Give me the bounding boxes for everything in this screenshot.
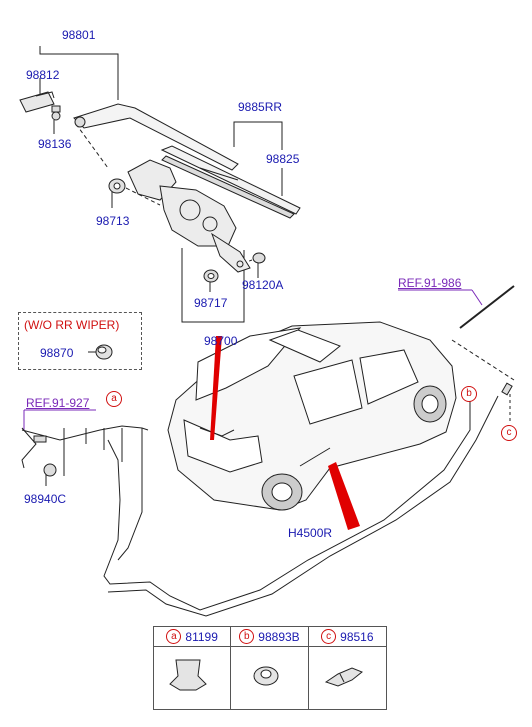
plug-98870 [95, 344, 113, 360]
cap-98120A [252, 252, 266, 264]
legend-header-b: b 98893B [231, 627, 309, 647]
label-98801: 98801 [62, 28, 96, 42]
washer-hose [21, 395, 499, 617]
wo-rr-wiper-box [18, 312, 142, 370]
ref-91-986-link[interactable]: REF.91-986 [398, 276, 462, 290]
label-98717: 98717 [194, 296, 228, 310]
wiper-blade [160, 145, 301, 219]
leader-9885RR [233, 121, 283, 150]
callout-b: b [461, 386, 477, 402]
legend-header-a: a 81199 [154, 627, 232, 647]
leader-98801 [39, 46, 119, 100]
legend-mark-a: a [166, 629, 182, 644]
legend-part-a: 81199 [185, 629, 218, 644]
dash-98713 [125, 187, 161, 206]
hose-clips [33, 382, 513, 477]
car-hatchback [167, 321, 457, 511]
wiper-motor [127, 159, 251, 273]
part-c-connector-drawing [324, 667, 363, 687]
legend-cell-c [309, 647, 386, 709]
label-98825: 98825 [266, 152, 300, 166]
legend-part-c: 98516 [340, 629, 374, 644]
label-98700: 98700 [204, 334, 238, 348]
parts-legend-table: a 81199 b 98893B c 98516 [153, 626, 387, 710]
legend-header-c: c 98516 [308, 627, 386, 647]
label-98812: 98812 [26, 68, 60, 82]
part-b-grommet-drawing [253, 666, 279, 686]
label-98120A: 98120A [242, 278, 284, 292]
dash-98136 [75, 123, 109, 169]
legend-part-b: 98893B [258, 629, 300, 644]
label-H4500R: H4500R [288, 526, 333, 540]
label-98136: 98136 [38, 137, 72, 151]
legend-cell-a [154, 647, 232, 709]
wiper-arm [73, 103, 239, 171]
label-98940C: 98940C [24, 492, 67, 506]
wo-rr-wiper-note: (W/O RR WIPER) [24, 318, 120, 332]
callout-c: c [501, 425, 517, 441]
part-a-clip-drawing [169, 659, 207, 691]
ref-91-927-link[interactable]: REF.91-927 [26, 396, 90, 410]
legend-cell-b [231, 647, 309, 709]
pointer-rear-wiper [210, 336, 222, 440]
nut-98136 [51, 105, 61, 121]
label-98870: 98870 [40, 346, 74, 360]
legend-mark-b: b [239, 629, 255, 644]
label-9885RR: 9885RR [238, 100, 283, 114]
grommet-98713 [108, 178, 126, 194]
label-98713: 98713 [96, 214, 130, 228]
arm-cap [19, 91, 55, 113]
washer-98717 [203, 269, 219, 283]
legend-mark-c: c [321, 629, 337, 644]
callout-a: a [106, 391, 122, 407]
ref-91-986-harness [451, 285, 515, 381]
leader-98700 [181, 248, 245, 323]
pointer-hose [328, 462, 360, 530]
